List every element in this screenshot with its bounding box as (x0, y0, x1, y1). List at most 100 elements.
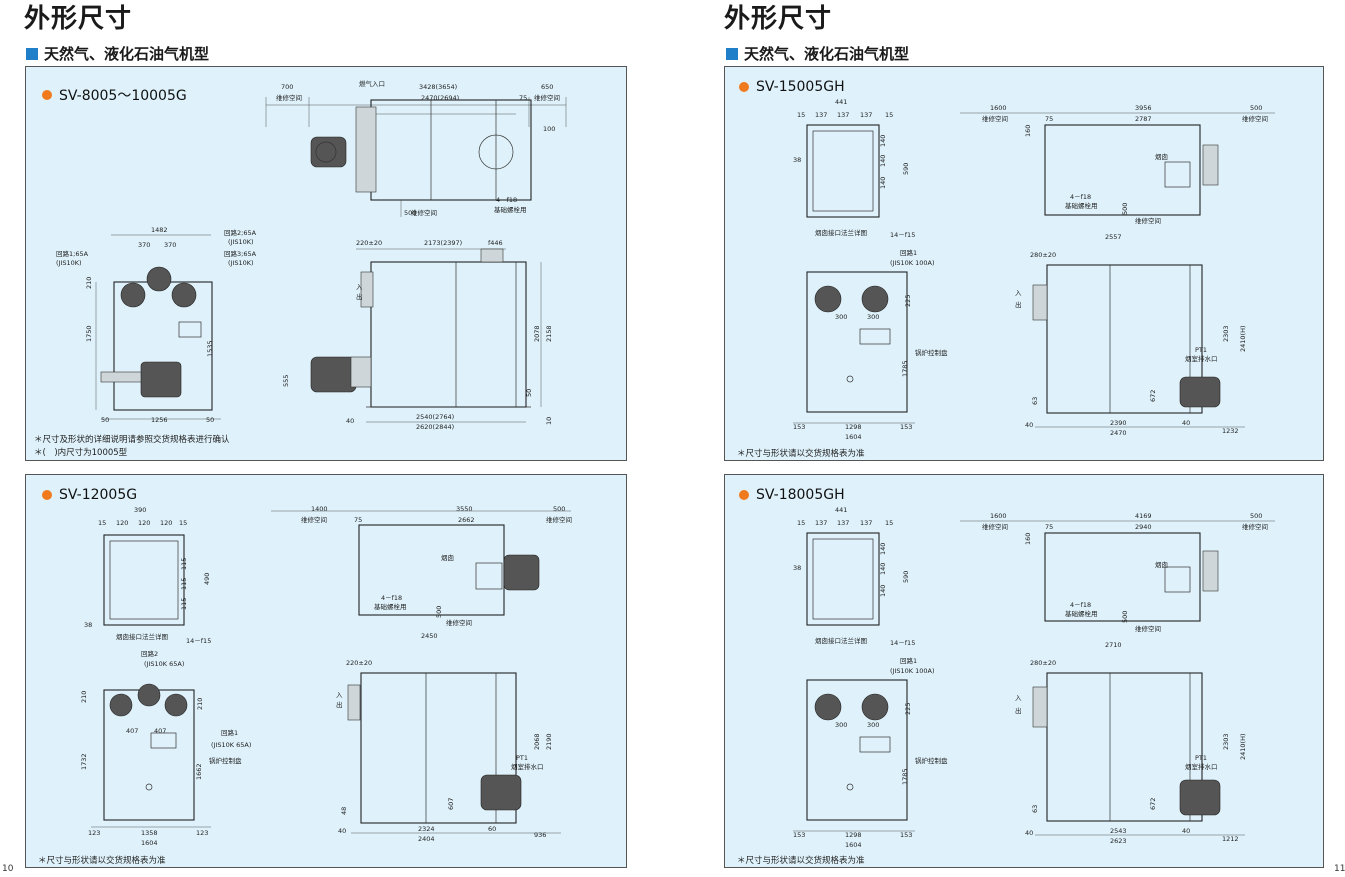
dim-50b: 50 (206, 416, 214, 424)
note-1: ＊尺寸及形状的详细说明请参照交货规格表进行确认 (34, 435, 230, 445)
model-title: SV-18005GH (739, 487, 845, 503)
dim-140a: 140 (879, 135, 887, 147)
label-bolt14: 14－f15 (186, 637, 211, 645)
dim-137b: 137 (837, 111, 849, 119)
label-pt1: PT1 (516, 754, 528, 762)
dim-15b: 15 (179, 519, 187, 527)
dim-2390: 2390 (1110, 419, 1127, 427)
dim-length: 4169 (1135, 512, 1152, 520)
bullet-dot-icon (42, 90, 52, 100)
label-bolt14: 14－f15 (890, 231, 915, 239)
dim-40: 40 (1025, 829, 1033, 837)
dim-1232: 1232 (1222, 427, 1239, 435)
label-loop2: 回路2;65A (224, 228, 257, 237)
dim-370a: 370 (138, 241, 150, 249)
label-loop1: 回路1 (900, 248, 917, 257)
label-panel: 锅炉控制盘 (915, 348, 948, 357)
dim-441: 441 (835, 506, 847, 514)
dim-210: 210 (80, 691, 88, 703)
label-flue-dia: f446 (488, 239, 503, 247)
dim-153a: 153 (793, 423, 805, 431)
panel-sv-18005gh: SV-18005GH 441 15 137 137 137 15 38 140 … (724, 474, 1324, 868)
dim-1750: 1750 (85, 325, 93, 342)
dim-140b: 140 (879, 155, 887, 167)
label-maint-space-a: 维修空间 (276, 93, 302, 102)
model-label: SV-15005GH (756, 79, 845, 95)
dim-370b: 370 (164, 241, 176, 249)
dim-2158: 2158 (545, 325, 553, 342)
label-loop3-std: (JIS10K) (228, 259, 254, 267)
dim-210: 210 (85, 277, 93, 289)
label-loop3: 回路3;65A (224, 249, 257, 258)
dim-2410: 2410(H) (1239, 733, 1247, 760)
label-maint-space-a: 维修空间 (982, 114, 1008, 123)
label-maint-space-c: 维修空间 (1135, 624, 1161, 633)
drawing-sv-15005gh: 441 15 137 137 137 15 38 140 140 140 590… (793, 98, 1275, 441)
dim-40: 40 (346, 417, 354, 425)
dim-length: 3550 (456, 505, 473, 513)
note-1: ＊尺寸与形状请以交货规格表为准 (737, 449, 865, 459)
dim-75: 75 (1045, 523, 1053, 531)
dim-220: 220±20 (356, 239, 382, 247)
dim-63: 63 (1031, 397, 1039, 405)
dim-590: 590 (902, 571, 910, 583)
top-view: 1600 维修空间 3956 2787 75 500 维修空间 160 烟囱 4… (960, 104, 1275, 241)
dim-500: 500 (404, 209, 416, 217)
dim-160: 160 (1024, 125, 1032, 137)
dim-123b: 123 (196, 829, 208, 837)
label-anchor-bolt: 基础螺栓用 (1065, 609, 1098, 618)
label-pt1: PT1 (1195, 754, 1207, 762)
side-view: 280±20 入 出 PT1 烟室排水口 2303 2410(H) 672 63… (1015, 251, 1247, 437)
panel-sv-8005: SV-8005～10005G 700 维修空间 3428(3654) 2470(… (25, 66, 627, 461)
dim-2190: 2190 (545, 733, 553, 750)
dim-1298: 1298 (845, 831, 862, 839)
label-loop1-std: (JIS10K 65A) (211, 741, 251, 749)
label-drain: 烟室排水口 (1185, 354, 1218, 363)
dim-2410: 2410(H) (1239, 325, 1247, 352)
dim-137c: 137 (860, 519, 872, 527)
front-view: 回路1 (JIS10K 100A) 300 300 225 锅炉控制盘 1785… (793, 656, 948, 849)
dim-1358: 1358 (141, 829, 158, 837)
label-anchor-bolt: 基础螺栓用 (494, 205, 527, 214)
dim-1785: 1785 (901, 768, 909, 785)
label-in: 入 (356, 283, 363, 291)
label-panel: 锅炉控制盘 (915, 756, 948, 765)
dim-50a: 50 (101, 416, 109, 424)
dim-607: 607 (447, 798, 455, 810)
dim-right-space: 500 (1250, 104, 1262, 112)
dim-left-space: 1600 (990, 104, 1007, 112)
dim-1298: 1298 (845, 423, 862, 431)
dim-220: 220±20 (346, 659, 372, 667)
dim-225: 225 (904, 703, 912, 715)
dim-160: 160 (1024, 533, 1032, 545)
dim-123a: 123 (88, 829, 100, 837)
dim-body: 2470(2694) (421, 94, 459, 102)
dim-555: 555 (282, 375, 290, 387)
label-loop1-std: (JIS10K) (56, 259, 82, 267)
dim-441: 441 (835, 98, 847, 106)
label-maint-space-c: 维修空间 (411, 208, 437, 217)
dim-137c: 137 (860, 111, 872, 119)
right-page-title: 外形尺寸 (724, 4, 833, 34)
dim-75: 75 (519, 94, 527, 102)
dim-body: 2662 (458, 516, 475, 524)
bullet-dot-icon (739, 82, 749, 92)
label-flue: 烟囱 (1155, 152, 1168, 161)
label-drain: 烟室排水口 (511, 762, 544, 771)
page-number-right: 11 (1334, 864, 1345, 874)
drawing-sv-18005gh: 441 15 137 137 137 15 38 140 140 140 590… (793, 506, 1275, 849)
dim-2404: 2404 (418, 835, 435, 843)
dim-1535: 1535 (206, 340, 214, 357)
dim-137a: 137 (815, 111, 827, 119)
label-out: 出 (1015, 706, 1022, 715)
model-title: SV-12005G (42, 487, 137, 503)
dim-140c: 140 (879, 585, 887, 597)
dim-2543: 2543 (1110, 827, 1127, 835)
dim-153b: 153 (900, 831, 912, 839)
drawing-sv-8005: 700 维修空间 3428(3654) 2470(2694) 650 维修空间 … (56, 79, 567, 431)
dim-120a: 120 (116, 519, 128, 527)
label-out: 出 (336, 700, 343, 709)
dim-1732: 1732 (80, 753, 88, 770)
dim-2540: 2540(2764) (416, 413, 454, 421)
label-loop2-std: (JIS10K 65A) (144, 660, 184, 668)
